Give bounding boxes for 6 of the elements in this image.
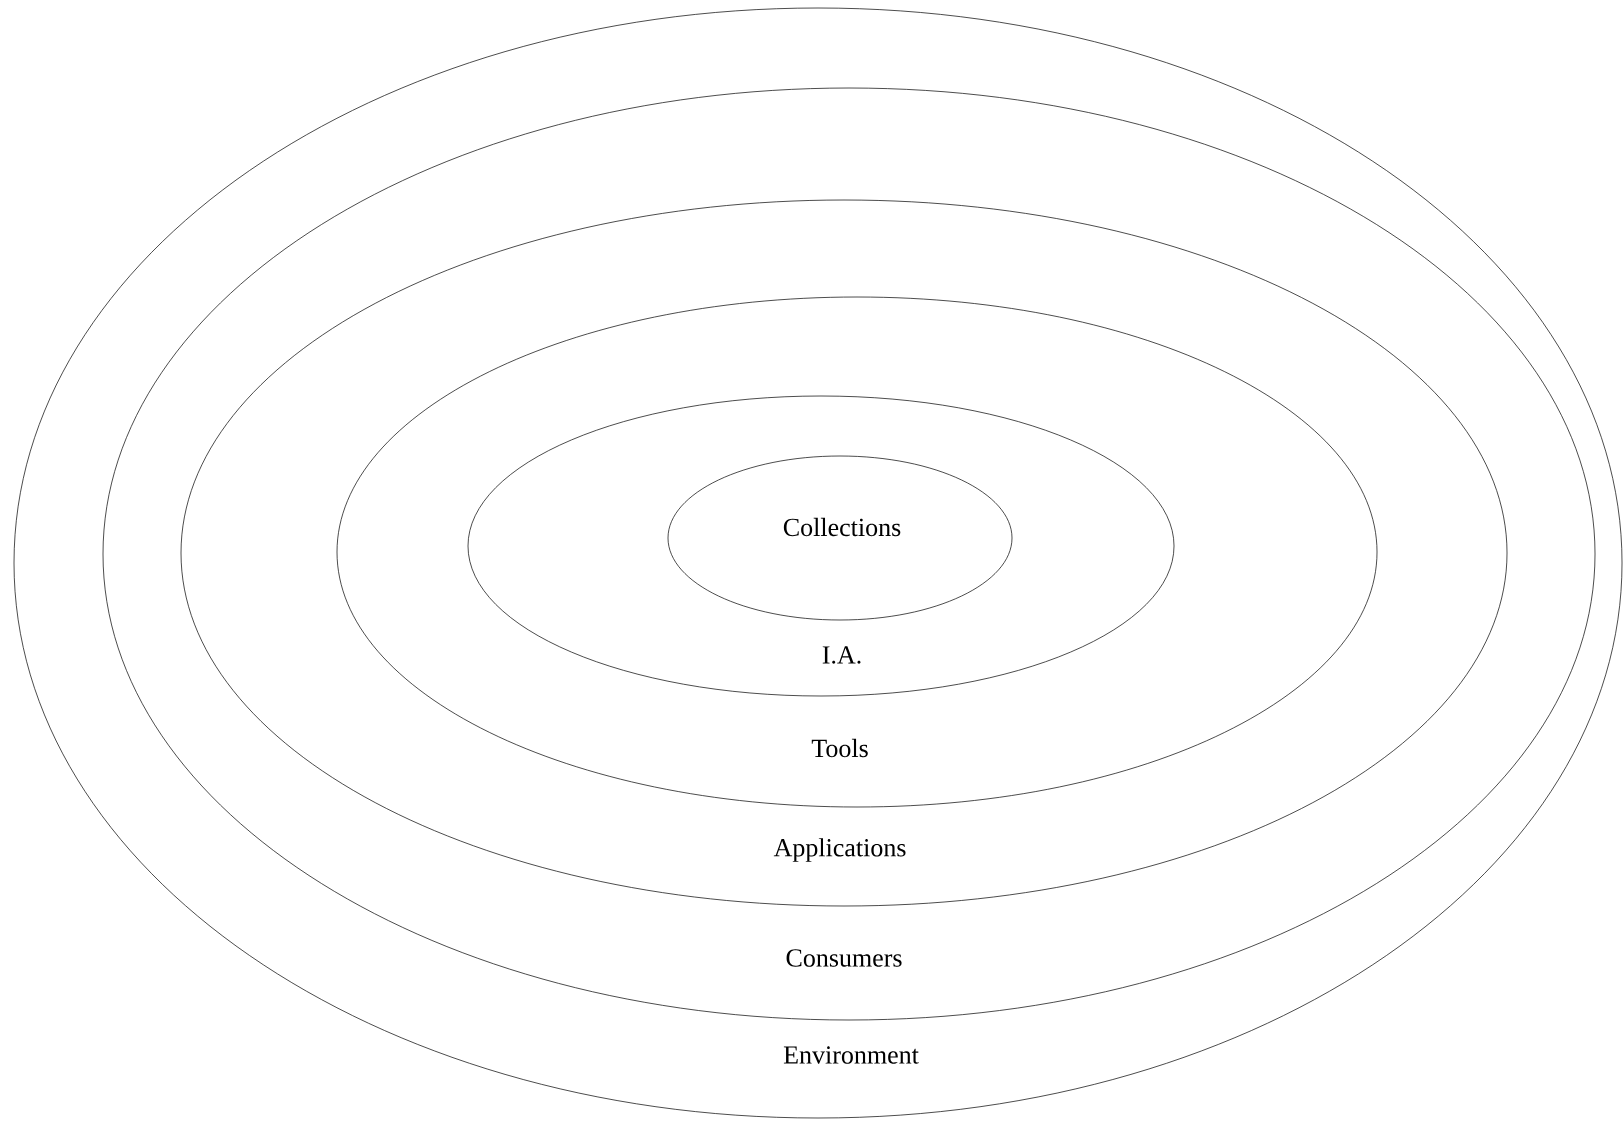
ring-label: Collections (783, 517, 901, 537)
ring-label: I.A. (822, 646, 861, 664)
ring-label: Tools (811, 738, 868, 758)
ring-label: Environment (783, 1046, 919, 1064)
ring-label: Consumers (786, 949, 902, 967)
ring-label: Applications (773, 838, 906, 862)
